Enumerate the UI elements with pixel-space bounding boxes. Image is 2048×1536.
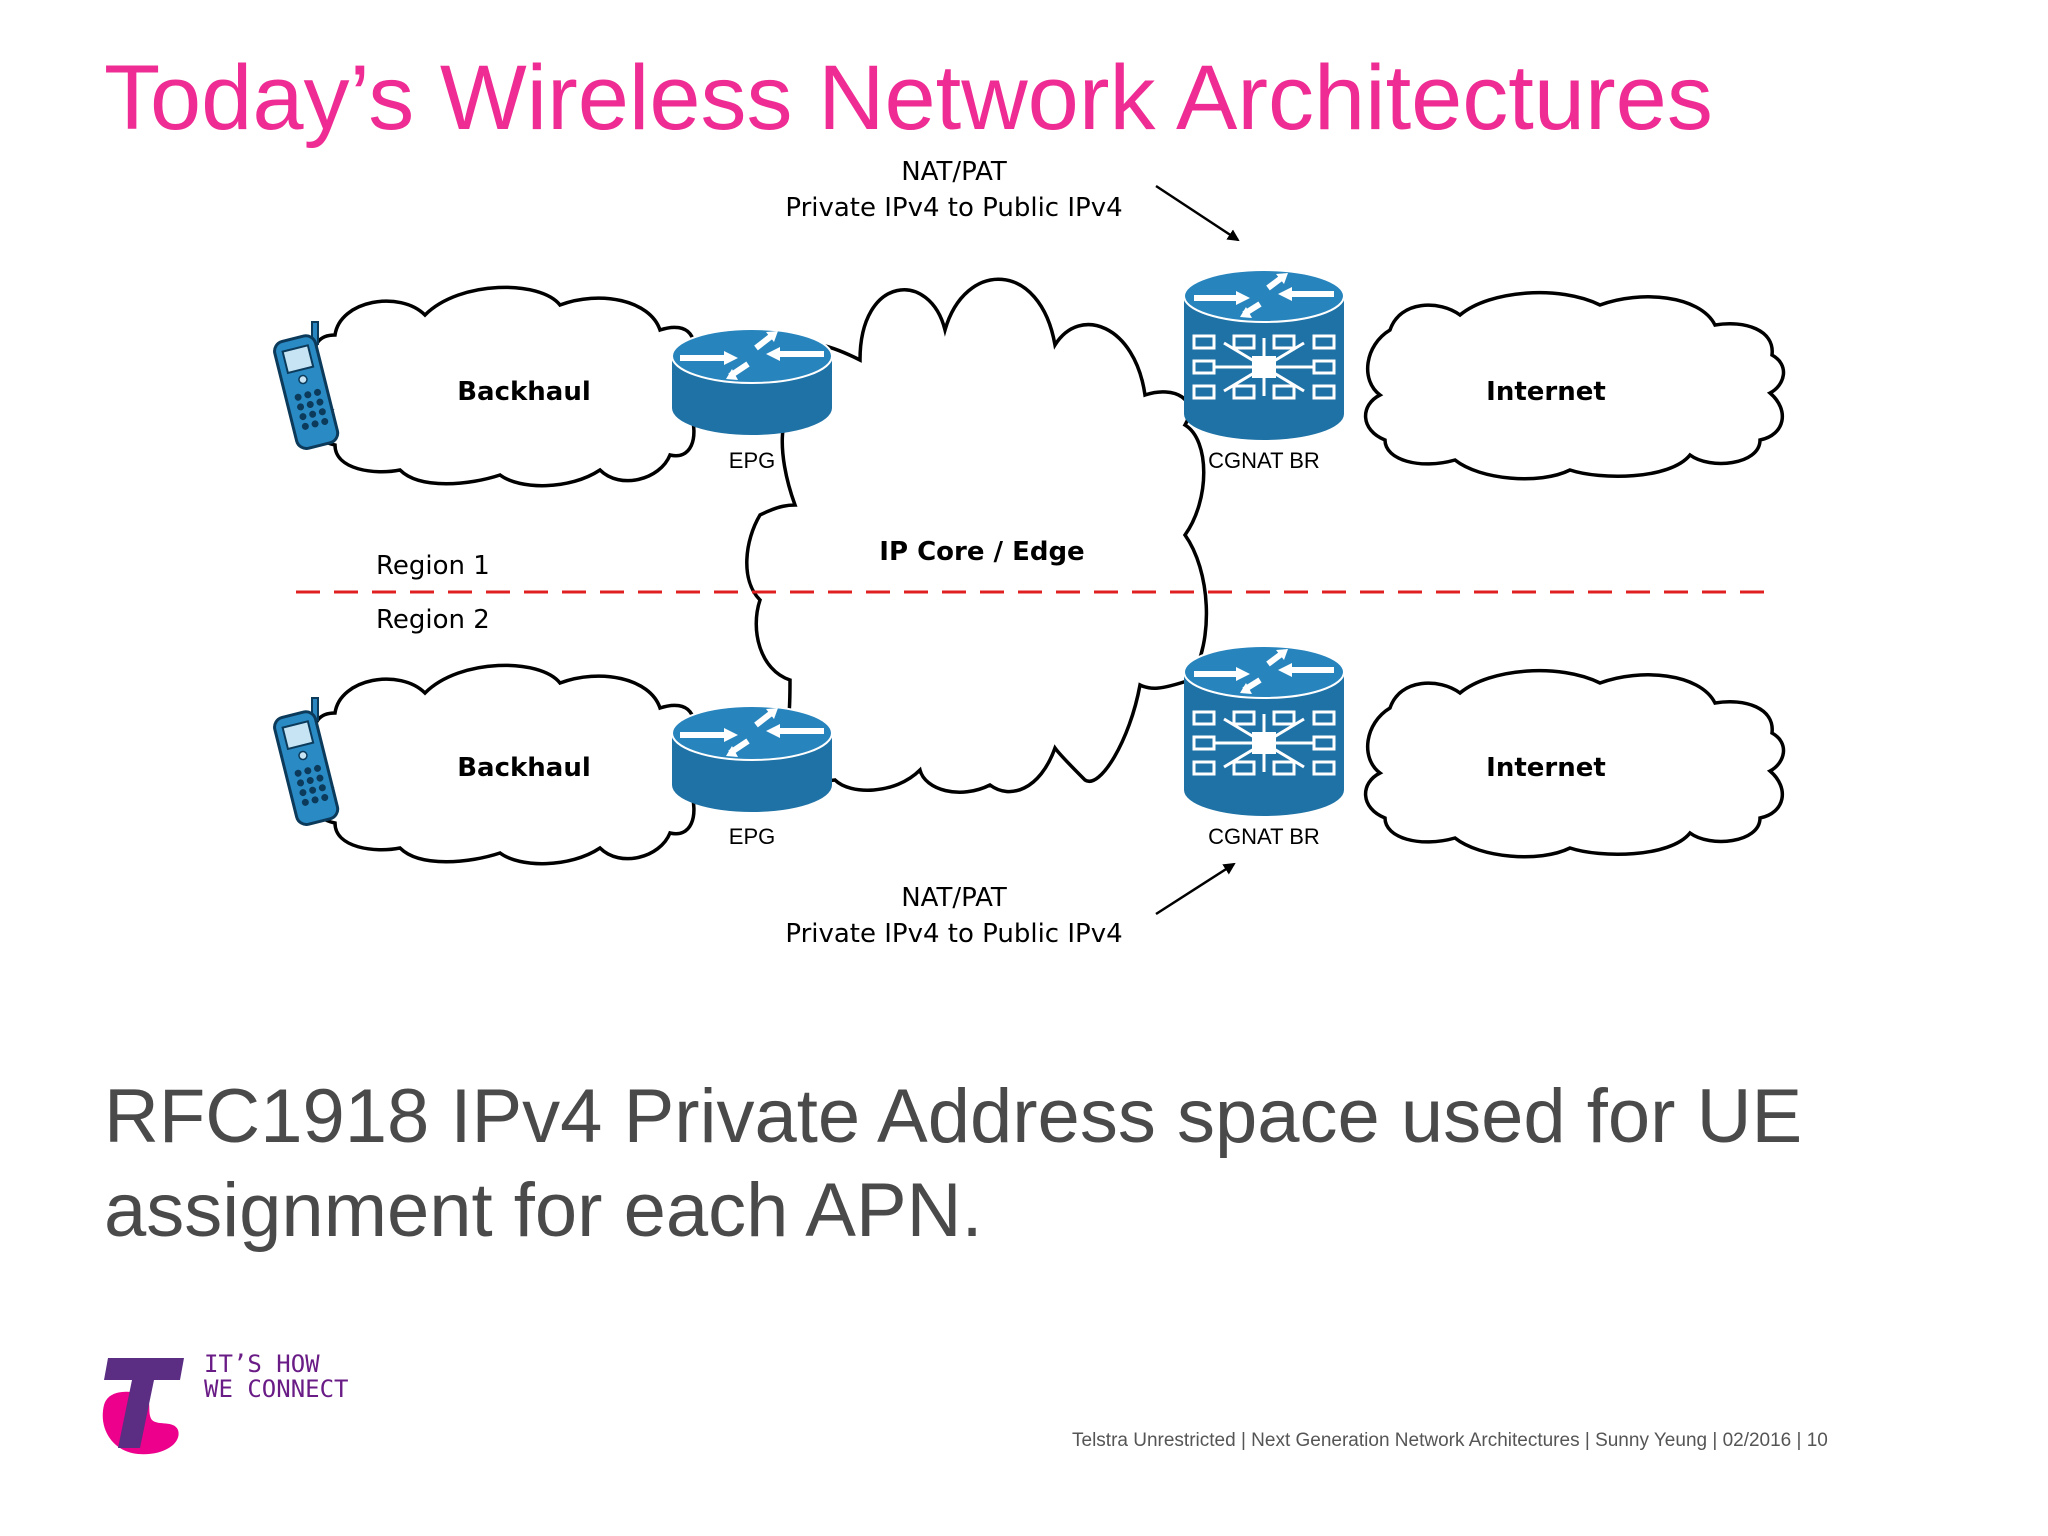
tagline: IT’S HOW WE CONNECT: [204, 1352, 349, 1402]
epg-label-1: EPG: [729, 448, 775, 473]
nat-label-top-line2: Private IPv4 to Public IPv4: [785, 193, 1122, 223]
region-2-label: Region 2: [376, 605, 490, 635]
epg-label-2: EPG: [729, 824, 775, 849]
nat-label-top-line1: NAT/PAT: [901, 157, 1007, 187]
router-icon-epg-2: [672, 706, 832, 812]
nat-label-bottom-line2: Private IPv4 to Public IPv4: [785, 919, 1122, 949]
telstra-logo: [102, 1358, 184, 1455]
nat-arrow-top: [1155, 184, 1240, 242]
backhaul-label-1: Backhaul: [457, 377, 591, 407]
tagline-line-1: IT’S HOW: [204, 1350, 320, 1378]
body-line-2: assignment for each APN.: [104, 1168, 983, 1253]
internet-label-1: Internet: [1486, 377, 1606, 407]
backhaul-label-2: Backhaul: [457, 753, 591, 783]
internet-cloud-2: [1363, 668, 1786, 859]
internet-label-2: Internet: [1486, 753, 1606, 783]
nat-label-bottom-line1: NAT/PAT: [901, 883, 1007, 913]
core-cloud: [745, 277, 1209, 794]
cgnat-label-2: CGNAT BR: [1208, 824, 1320, 849]
cgnat-router-icon-1: [1184, 270, 1344, 440]
body-text: RFC1918 IPv4 Private Address space used …: [104, 1070, 1964, 1258]
body-line-1: RFC1918 IPv4 Private Address space used …: [104, 1074, 1803, 1159]
slide-title: Today’s Wireless Network Architectures: [104, 47, 1713, 149]
router-icon-epg-1: [672, 329, 832, 435]
footer: Telstra Unrestricted | Next Generation N…: [1072, 1430, 1828, 1451]
tagline-line-2: WE CONNECT: [204, 1375, 349, 1403]
nat-arrow-bottom: [1155, 862, 1236, 916]
region-1-label: Region 1: [376, 551, 490, 581]
core-label: IP Core / Edge: [879, 537, 1084, 567]
cgnat-router-icon-2: [1184, 646, 1344, 816]
internet-cloud-1: [1363, 290, 1786, 481]
cgnat-label-1: CGNAT BR: [1208, 448, 1320, 473]
